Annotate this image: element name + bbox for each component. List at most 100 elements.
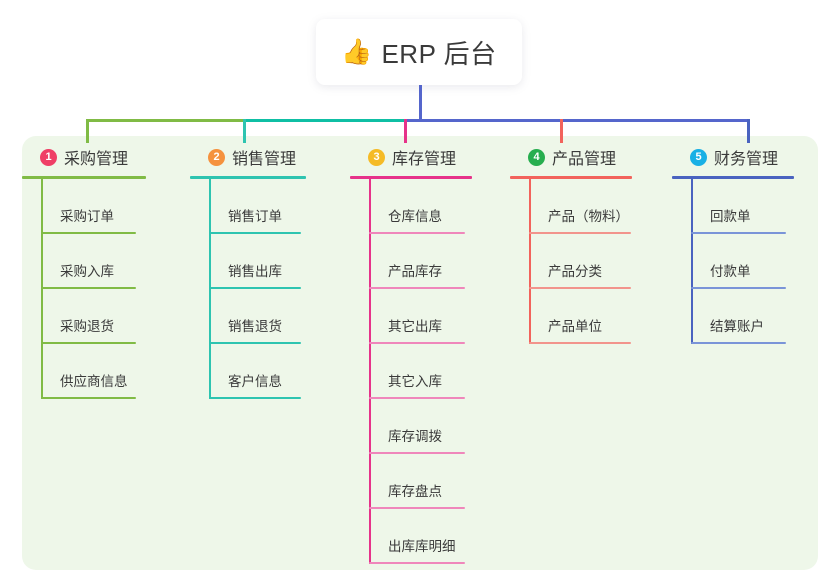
column-item-list: 仓库信息产品库存其它出库其它入库库存调拨库存盘点出库库明细	[350, 179, 510, 564]
column-title: 产品管理	[552, 151, 617, 168]
list-item[interactable]: 回款单	[691, 179, 832, 234]
list-item[interactable]: 结算账户	[691, 289, 832, 344]
list-item[interactable]: 采购入库	[41, 234, 190, 289]
list-item-label: 采购入库	[60, 264, 114, 279]
list-item-label: 出库库明细	[388, 539, 456, 554]
list-item[interactable]: 仓库信息	[369, 179, 510, 234]
list-item-rule	[209, 287, 301, 289]
list-item-rule	[369, 507, 465, 509]
list-item-rule	[529, 287, 631, 289]
column-header-rule	[22, 176, 146, 179]
list-item-label: 库存盘点	[388, 484, 442, 499]
list-item-label: 采购退货	[60, 319, 114, 334]
column-header-3[interactable]: 3 库存管理	[350, 144, 510, 170]
list-item[interactable]: 产品（物料）	[529, 179, 672, 234]
column-库存管理: 3 库存管理仓库信息产品库存其它出库其它入库库存调拨库存盘点出库库明细	[350, 144, 510, 564]
list-item-label: 产品（物料）	[548, 209, 629, 224]
column-trunk-line	[209, 179, 211, 399]
list-item-rule	[41, 287, 136, 289]
connector-drop-5	[747, 119, 750, 143]
root-node-title: ERP 后台	[381, 38, 497, 69]
list-item-label: 产品库存	[388, 264, 442, 279]
connector-bar-blue	[404, 119, 750, 122]
list-item-rule	[369, 562, 465, 564]
list-item-label: 采购订单	[60, 209, 114, 224]
list-item-label: 付款单	[710, 264, 751, 279]
column-trunk-line	[369, 179, 371, 564]
column-trunk-line	[691, 179, 693, 344]
list-item[interactable]: 产品库存	[369, 234, 510, 289]
connector-bar-teal	[243, 119, 407, 122]
list-item-label: 销售退货	[228, 319, 282, 334]
column-采购管理: 1 采购管理采购订单采购入库采购退货供应商信息	[22, 144, 190, 399]
list-item-rule	[691, 287, 786, 289]
list-item[interactable]: 其它出库	[369, 289, 510, 344]
column-badge-2: 2	[208, 148, 225, 166]
list-item-rule	[209, 232, 301, 234]
list-item-label: 其它出库	[388, 319, 442, 334]
list-item[interactable]: 采购退货	[41, 289, 190, 344]
list-item-rule	[369, 232, 465, 234]
column-产品管理: 4 产品管理产品（物料） 产品分类产品单位	[510, 144, 672, 344]
list-item-label: 产品单位	[548, 319, 602, 334]
connector-drop-4	[560, 119, 563, 143]
list-item[interactable]: 销售出库	[209, 234, 350, 289]
list-item-rule	[691, 232, 786, 234]
list-item-rule	[691, 342, 786, 344]
connector-drop-3	[404, 119, 407, 143]
diagram-background-panel	[22, 136, 818, 570]
column-item-list: 产品（物料） 产品分类产品单位	[510, 179, 672, 344]
list-item-label: 供应商信息	[60, 374, 128, 389]
list-item-rule	[369, 452, 465, 454]
list-item-label: 销售出库	[228, 264, 282, 279]
column-title: 库存管理	[392, 151, 457, 168]
column-header-1[interactable]: 1 采购管理	[22, 144, 190, 170]
list-item[interactable]: 付款单	[691, 234, 832, 289]
column-header-rule	[672, 176, 794, 179]
list-item-rule	[369, 397, 465, 399]
column-header-rule	[510, 176, 632, 179]
column-trunk-line	[41, 179, 43, 399]
column-badge-5: 5	[690, 148, 707, 166]
list-item[interactable]: 销售订单	[209, 179, 350, 234]
list-item-rule	[369, 342, 465, 344]
thumbs-up-icon: 👍	[341, 37, 373, 66]
connector-drop-1	[86, 119, 89, 143]
list-item[interactable]: 库存盘点	[369, 454, 510, 509]
column-item-list: 销售订单销售出库销售退货客户信息	[190, 179, 350, 399]
list-item-label: 销售订单	[228, 209, 282, 224]
list-item[interactable]: 出库库明细	[369, 509, 510, 564]
column-badge-4: 4	[528, 148, 545, 166]
root-node-card[interactable]: 👍 ERP 后台	[316, 19, 522, 85]
list-item-rule	[41, 232, 136, 234]
list-item-rule	[529, 232, 631, 234]
list-item-rule	[41, 342, 136, 344]
list-item-rule	[529, 342, 631, 344]
list-item[interactable]: 其它入库	[369, 344, 510, 399]
list-item[interactable]: 产品单位	[529, 289, 672, 344]
column-header-4[interactable]: 4 产品管理	[510, 144, 672, 170]
column-item-list: 采购订单采购入库采购退货供应商信息	[22, 179, 190, 399]
list-item[interactable]: 客户信息	[209, 344, 350, 399]
list-item-label: 回款单	[710, 209, 751, 224]
connector-bar-green	[86, 119, 246, 122]
list-item-label: 库存调拨	[388, 429, 442, 444]
list-item-rule	[209, 342, 301, 344]
list-item-label: 客户信息	[228, 374, 282, 389]
connector-stem	[419, 85, 422, 122]
column-badge-3: 3	[368, 148, 385, 166]
column-badge-1: 1	[40, 148, 57, 166]
list-item[interactable]: 产品分类	[529, 234, 672, 289]
list-item[interactable]: 供应商信息	[41, 344, 190, 399]
list-item[interactable]: 采购订单	[41, 179, 190, 234]
column-trunk-line	[529, 179, 531, 344]
list-item-rule	[41, 397, 136, 399]
column-title: 采购管理	[64, 151, 129, 168]
list-item[interactable]: 库存调拨	[369, 399, 510, 454]
column-header-rule	[350, 176, 472, 179]
list-item[interactable]: 销售退货	[209, 289, 350, 344]
